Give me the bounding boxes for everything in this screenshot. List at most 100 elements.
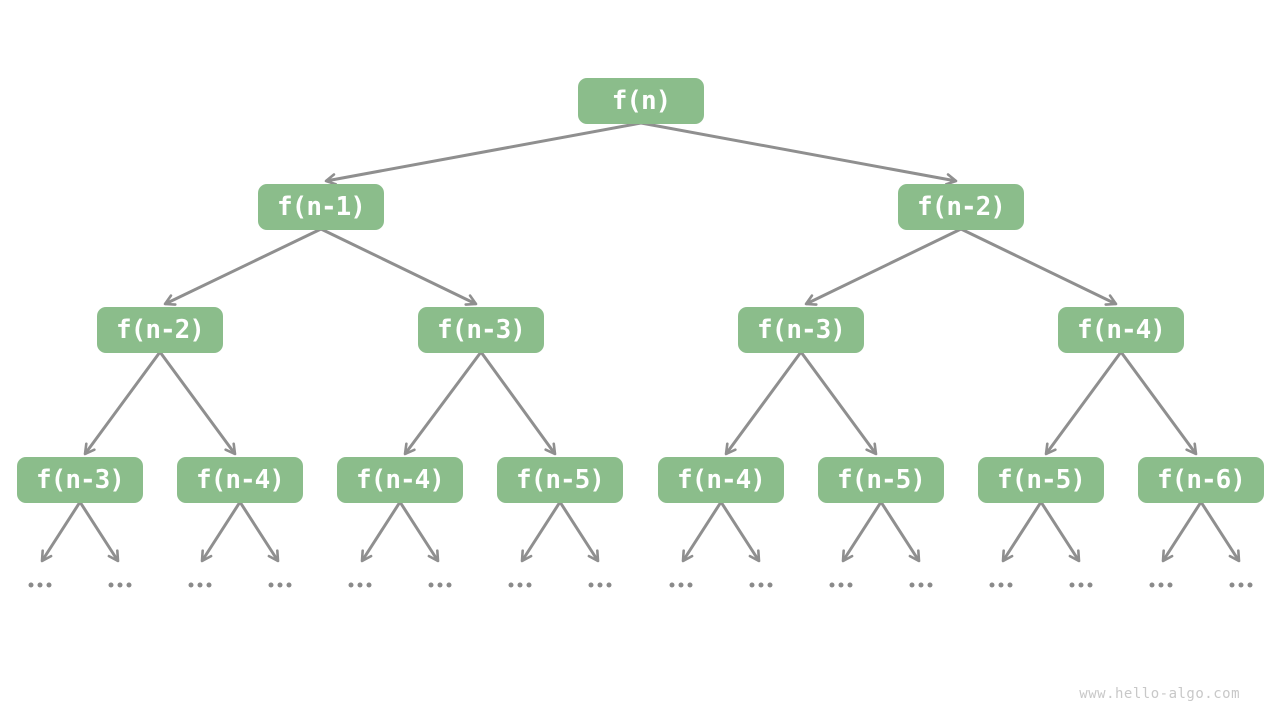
ellipsis-dot: [758, 582, 764, 588]
tree-edge: [403, 351, 483, 456]
tree-node: f(n-3): [418, 307, 544, 353]
ellipsis-dot: [357, 582, 363, 588]
ellipsis-dot: [46, 582, 52, 588]
ellipsis-dot: [1238, 582, 1244, 588]
tree-edge: [879, 501, 921, 563]
tree-edge: [324, 121, 642, 186]
ellipsis: [749, 582, 773, 588]
tree-node: f(n-2): [898, 184, 1024, 230]
ellipsis: [989, 582, 1013, 588]
tree-node: f(n-4): [1058, 307, 1184, 353]
ellipsis-dot: [286, 582, 292, 588]
ellipsis-dot: [508, 582, 514, 588]
ellipsis-dot: [446, 582, 452, 588]
ellipsis: [829, 582, 853, 588]
ellipsis-dot: [1247, 582, 1253, 588]
ellipsis: [268, 582, 292, 588]
ellipsis-dot: [437, 582, 443, 588]
ellipsis-dot: [126, 582, 132, 588]
tree-node: f(n-1): [258, 184, 384, 230]
ellipsis-dot: [678, 582, 684, 588]
tree-edge: [1161, 501, 1203, 563]
tree-edge: [320, 227, 478, 306]
tree-edge: [558, 501, 600, 563]
tree-edge: [238, 501, 280, 563]
ellipsis-dot: [348, 582, 354, 588]
tree-node: f(n-5): [497, 457, 623, 503]
ellipsis-dot: [277, 582, 283, 588]
ellipsis-dot: [526, 582, 532, 588]
ellipsis: [669, 582, 693, 588]
ellipsis-dot: [767, 582, 773, 588]
ellipsis: [28, 582, 52, 588]
tree-edge: [398, 501, 440, 563]
ellipsis-dot: [366, 582, 372, 588]
ellipsis-dot: [989, 582, 995, 588]
ellipsis-dot: [428, 582, 434, 588]
tree-edge: [724, 351, 803, 456]
watermark-text: www.hello-algo.com: [1079, 686, 1240, 702]
tree-edge: [200, 501, 242, 563]
ellipsis: [1069, 582, 1093, 588]
tree-edge: [841, 501, 883, 563]
tree-edge: [40, 501, 82, 563]
tree-edge: [78, 501, 120, 563]
tree-node: f(n-5): [978, 457, 1104, 503]
ellipsis: [909, 582, 933, 588]
ellipsis-dot: [838, 582, 844, 588]
ellipsis-dot: [1149, 582, 1155, 588]
tree-edge: [158, 351, 237, 456]
ellipsis: [1229, 582, 1253, 588]
tree-node: f(n-6): [1138, 457, 1264, 503]
ellipsis-dot: [206, 582, 212, 588]
tree-node: f(n-3): [738, 307, 864, 353]
tree-node: f(n-2): [97, 307, 223, 353]
tree-edge: [1044, 351, 1123, 456]
ellipsis-dot: [669, 582, 675, 588]
tree-edge: [1199, 501, 1241, 563]
tree-edge: [520, 501, 562, 563]
tree-edge: [163, 227, 322, 306]
ellipsis-dot: [687, 582, 693, 588]
tree-node: f(n): [578, 78, 704, 124]
tree-edge: [360, 501, 402, 563]
ellipsis-dot: [268, 582, 274, 588]
ellipsis: [348, 582, 372, 588]
ellipsis-dot: [108, 582, 114, 588]
ellipsis-dot: [37, 582, 43, 588]
tree-node: f(n-5): [818, 457, 944, 503]
ellipsis-dot: [188, 582, 194, 588]
ellipsis-dot: [117, 582, 123, 588]
ellipsis-dot: [28, 582, 34, 588]
ellipsis-dot: [1069, 582, 1075, 588]
ellipsis-dot: [829, 582, 835, 588]
tree-node: f(n-4): [337, 457, 463, 503]
ellipsis-dot: [597, 582, 603, 588]
tree-edge: [681, 501, 723, 563]
tree-edge: [640, 121, 958, 186]
tree-node: f(n-4): [177, 457, 303, 503]
ellipsis-dot: [909, 582, 915, 588]
tree-edge: [799, 351, 878, 456]
ellipsis: [188, 582, 212, 588]
ellipsis-dot: [1087, 582, 1093, 588]
ellipsis-dot: [927, 582, 933, 588]
ellipsis-dot: [1229, 582, 1235, 588]
ellipsis: [428, 582, 452, 588]
tree-edge: [1001, 501, 1043, 563]
ellipsis-dot: [606, 582, 612, 588]
tree-edge: [83, 351, 162, 456]
tree-edge: [1119, 351, 1198, 456]
tree-edge: [719, 501, 761, 563]
ellipsis-dot: [1167, 582, 1173, 588]
ellipsis: [588, 582, 612, 588]
ellipsis-dot: [517, 582, 523, 588]
ellipsis: [1149, 582, 1173, 588]
tree-edge: [479, 351, 557, 456]
ellipsis-dot: [1078, 582, 1084, 588]
ellipsis-dot: [197, 582, 203, 588]
ellipsis-dot: [847, 582, 853, 588]
ellipsis-dot: [1158, 582, 1164, 588]
ellipsis: [108, 582, 132, 588]
